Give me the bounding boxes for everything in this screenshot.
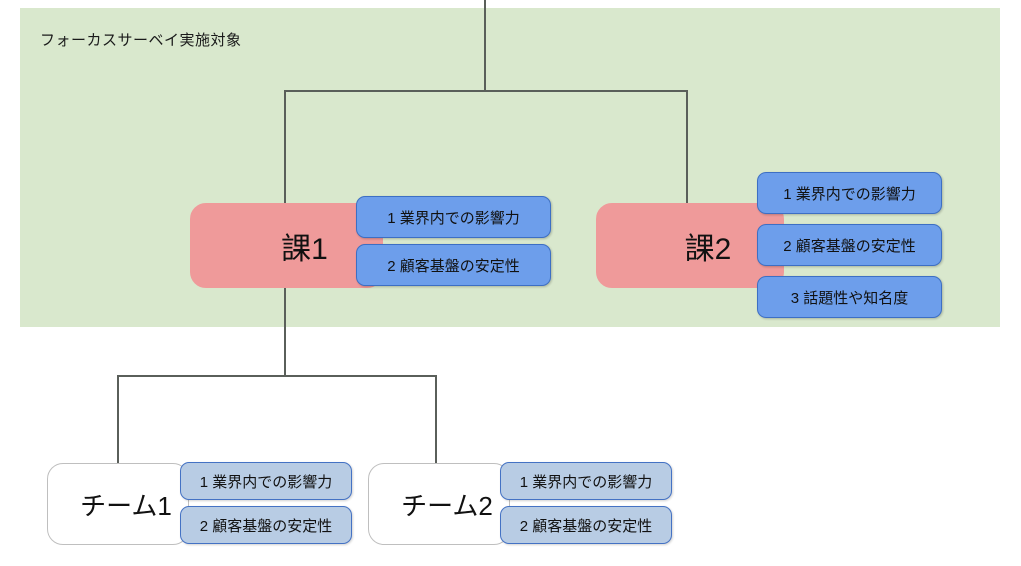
badge-label: 1 業界内での影響力	[199, 473, 333, 491]
node-team-1-label: チーム1	[80, 490, 172, 521]
badge-label: 2 顧客基盤の安定性	[387, 257, 520, 275]
badge-dept-1-item-1[interactable]: 1 業界内での影響力	[356, 196, 551, 238]
badge-team-1-item-1[interactable]: 1 業界内での影響力	[180, 462, 352, 500]
badge-label: 1 業界内での影響力	[783, 185, 916, 203]
edge-to-dept-1	[284, 90, 286, 204]
survey-scope-label: フォーカスサーベイ実施対象	[40, 32, 242, 49]
node-team-2-label: チーム2	[401, 490, 493, 521]
edge-to-team-1	[117, 375, 119, 464]
badge-team-2-item-1[interactable]: 1 業界内での影響力	[500, 462, 672, 500]
badge-label: 2 顧客基盤の安定性	[783, 237, 916, 255]
badge-dept-1-item-2[interactable]: 2 顧客基盤の安定性	[356, 244, 551, 286]
badge-label: 1 業界内での影響力	[387, 209, 520, 227]
edge-to-dept-2	[686, 90, 688, 204]
badge-team-2-item-2[interactable]: 2 顧客基盤の安定性	[500, 506, 672, 544]
badge-label: 2 顧客基盤の安定性	[519, 517, 653, 535]
edge-dept-1-down	[284, 287, 286, 376]
node-team-1[interactable]: チーム1	[47, 463, 189, 545]
badge-label: 1 業界内での影響力	[519, 473, 653, 491]
badge-dept-2-item-1[interactable]: 1 業界内での影響力	[757, 172, 942, 214]
edge-dept-bar	[284, 90, 688, 92]
edge-to-team-2	[435, 375, 437, 464]
badge-team-1-item-2[interactable]: 2 顧客基盤の安定性	[180, 506, 352, 544]
badge-dept-2-item-2[interactable]: 2 顧客基盤の安定性	[757, 224, 942, 266]
edge-root-stem	[484, 0, 486, 91]
edge-team-bar	[117, 375, 437, 377]
node-dept-2[interactable]: 課2	[596, 203, 784, 288]
node-dept-1-label: 課1	[281, 232, 328, 266]
node-team-2[interactable]: チーム2	[368, 463, 510, 545]
badge-dept-2-item-3[interactable]: 3 話題性や知名度	[757, 276, 942, 318]
node-dept-1[interactable]: 課1	[190, 203, 383, 288]
badge-label: 2 顧客基盤の安定性	[199, 517, 333, 535]
badge-label: 3 話題性や知名度	[790, 289, 909, 307]
node-dept-2-label: 課2	[684, 232, 732, 266]
